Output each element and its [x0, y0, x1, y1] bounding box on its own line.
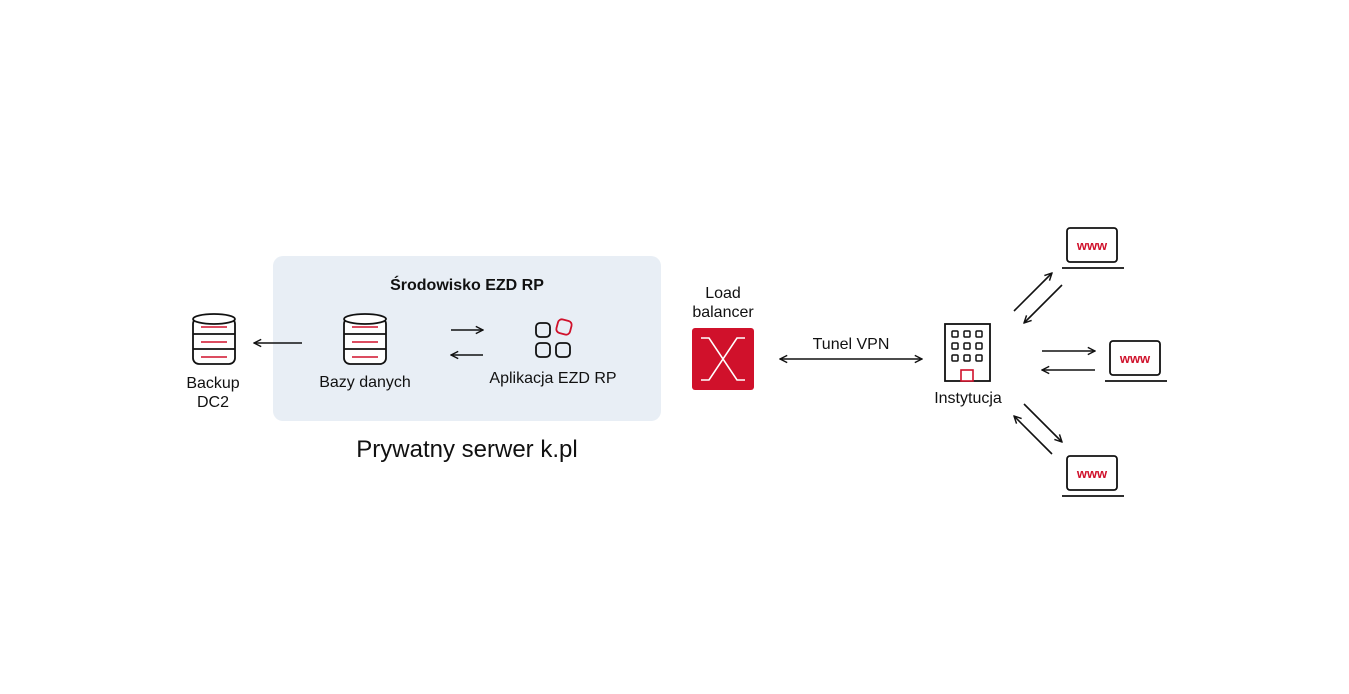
backup-database-icon [192, 313, 236, 365]
laptop-icon [1062, 227, 1124, 269]
backup-label: Backup DC2 [173, 374, 253, 412]
server-caption: Prywatny serwer k.pl [356, 436, 578, 463]
laptop-icon [1062, 455, 1124, 497]
load-balancer-line2: balancer [692, 304, 754, 321]
environment-panel [273, 256, 661, 421]
client-www-label: www [1119, 351, 1151, 366]
laptop-icon [1105, 340, 1167, 382]
client-www-label: www [1076, 466, 1108, 481]
backup-label-line2: DC2 [196, 394, 229, 411]
database-icon [343, 313, 387, 365]
databases-label: Bazy danych [319, 374, 411, 391]
load-balancer-label: Load balancer [683, 284, 763, 322]
client-www-label: www [1076, 238, 1108, 253]
load-balancer-icon [692, 328, 754, 390]
institution-label: Instytucja [934, 390, 1002, 407]
environment-title: Środowisko EZD RP [390, 277, 544, 294]
app-label: Aplikacja EZD RP [489, 370, 617, 387]
building-icon [944, 323, 991, 382]
apps-grid-icon [535, 318, 573, 358]
client-arrows [1014, 273, 1095, 455]
db-app-arrows [451, 330, 483, 355]
vpn-label: Tunel VPN [812, 336, 890, 353]
backup-label-line1: Backup [186, 375, 240, 392]
load-balancer-line1: Load [705, 285, 741, 302]
